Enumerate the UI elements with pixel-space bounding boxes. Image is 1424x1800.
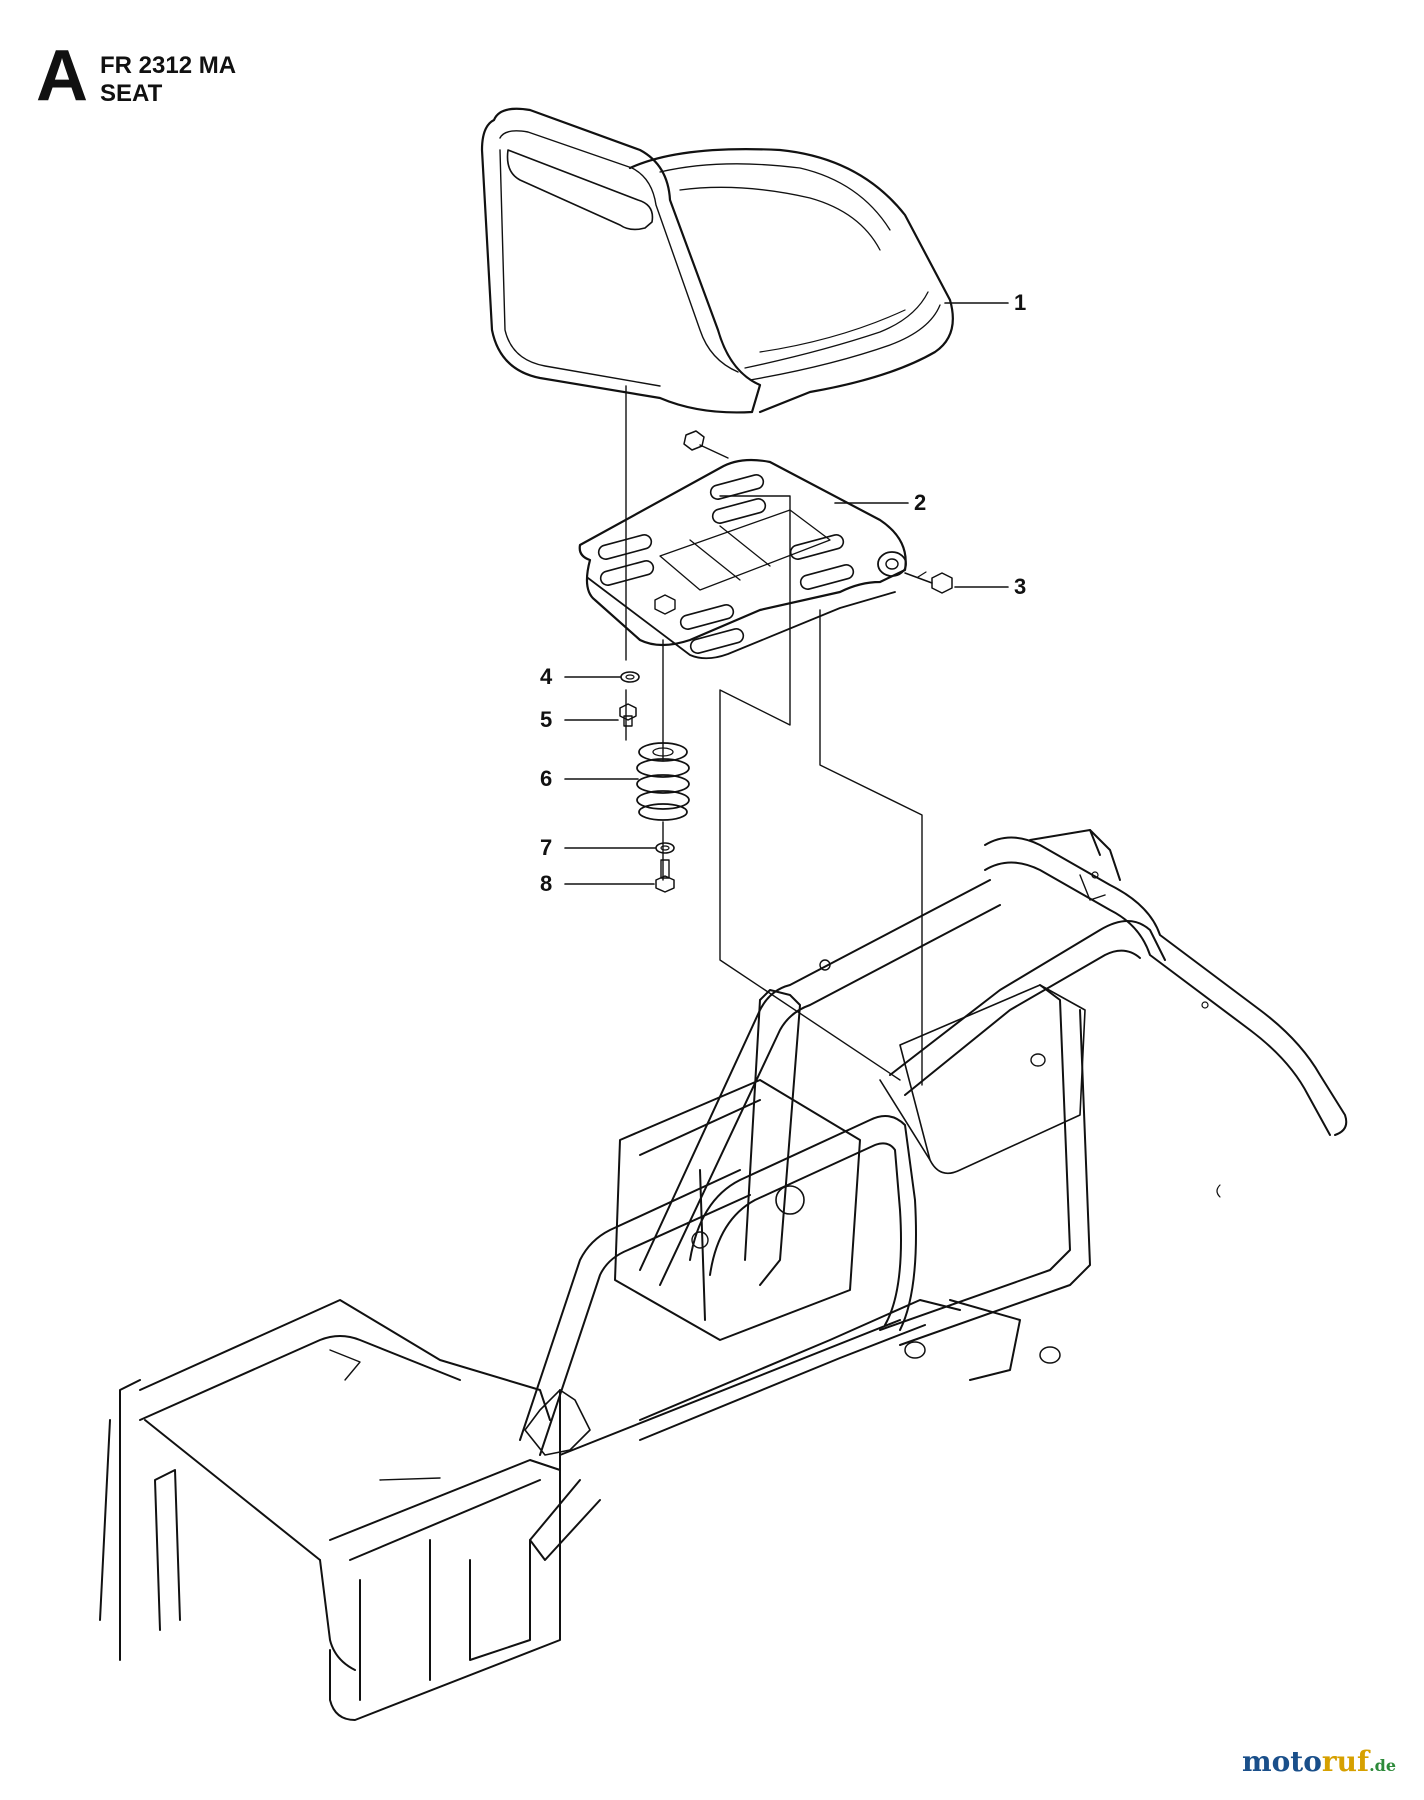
screw-part-5: [619, 703, 637, 727]
callout-1: 1: [1014, 290, 1027, 315]
callout-4: 4: [540, 664, 553, 689]
pivot-bolt-part: [904, 571, 953, 594]
seat-part: [480, 107, 954, 414]
watermark-text-3: .de: [1369, 1756, 1396, 1775]
section-letter: A: [36, 36, 88, 116]
callout-3: 3: [1014, 574, 1027, 599]
callout-5: 5: [540, 707, 553, 732]
top-screw: [683, 430, 729, 459]
callout-6: 6: [540, 766, 553, 791]
watermark-text-1: moto: [1241, 1745, 1322, 1778]
site-watermark: motoruf.de: [1242, 1745, 1396, 1778]
callout-7: 7: [540, 835, 553, 860]
callout-2: 2: [914, 490, 927, 515]
washer-part-7: [655, 842, 675, 854]
tractor-frame: [99, 829, 1348, 1721]
seat-plate-part: [578, 458, 907, 660]
diagram-title: SEAT: [100, 80, 163, 107]
washer-part-4: [620, 671, 640, 683]
model-number: FR 2312 MA: [100, 52, 237, 79]
watermark-text-2: ruf: [1321, 1745, 1370, 1778]
callout-8: 8: [540, 871, 553, 896]
bolt-part-8: [655, 859, 675, 893]
spring-part-6: [636, 742, 690, 821]
